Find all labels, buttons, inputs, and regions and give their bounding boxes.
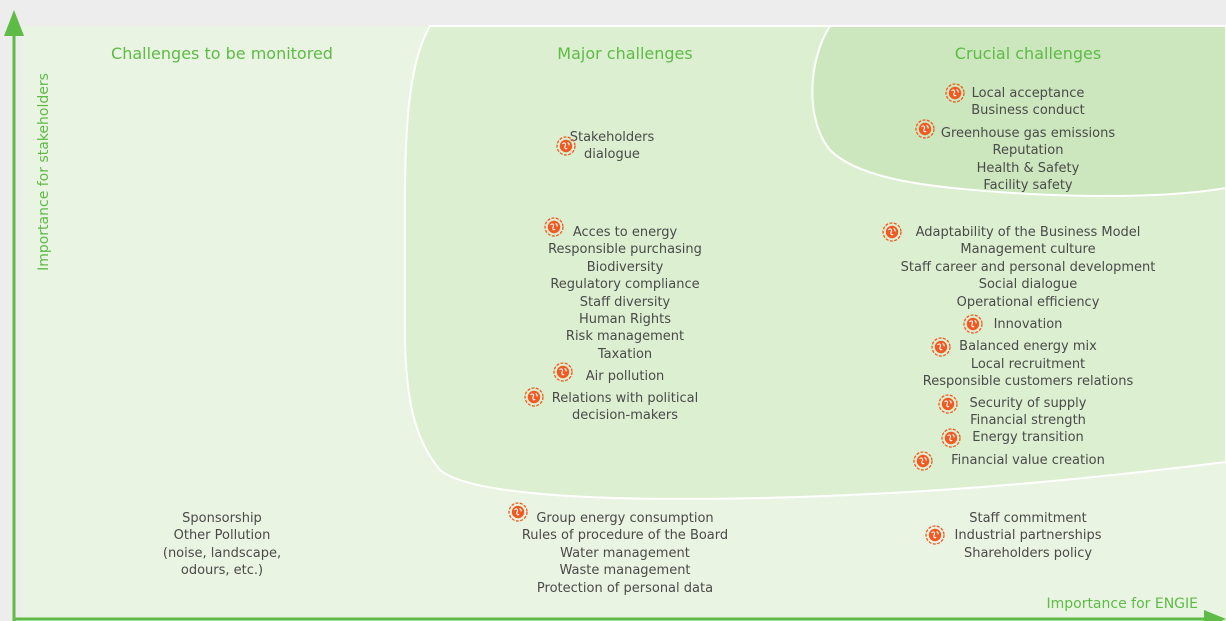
- globe-icon: [938, 394, 958, 414]
- list-item: odours, etc.): [180, 563, 264, 579]
- zone-title-crucial: Crucial challenges: [954, 44, 1102, 63]
- list-item: Reputation: [992, 143, 1064, 159]
- list-item: Air pollution: [585, 369, 665, 385]
- zone-title-major: Major challenges: [557, 44, 693, 63]
- y-axis-label: Importance for stakeholders: [36, 73, 52, 271]
- globe-icon: [913, 451, 933, 471]
- list-item: Social dialogue: [978, 277, 1078, 293]
- list-item: Local recruitment: [970, 356, 1086, 372]
- major-right-list: Adaptability of the Business Model Manag…: [901, 224, 1156, 469]
- list-item: (noise, landscape,: [162, 545, 282, 561]
- globe-icon: [925, 525, 945, 545]
- globe-icon: [915, 119, 935, 139]
- monitored-left-list: Sponsorship Other Pollution (noise, land…: [163, 510, 281, 580]
- globe-icon: [882, 222, 902, 242]
- globe-icon: [963, 314, 983, 334]
- list-item: Financial strength: [970, 413, 1086, 429]
- list-item: Group energy consumption: [536, 511, 714, 526]
- list-item: Risk management: [565, 329, 685, 345]
- list-item: Facility safety: [983, 178, 1073, 194]
- globe-icon: [945, 83, 965, 103]
- list-item: Responsible customers relations: [922, 374, 1134, 390]
- list-item: Adaptability of the Business Model: [915, 225, 1141, 240]
- major-mid-list: Acces to energy Responsible purchasing B…: [548, 224, 702, 424]
- globe-icon: [556, 136, 576, 156]
- globe-icon: [941, 428, 961, 448]
- list-item: Acces to energy: [572, 225, 678, 240]
- list-item: Biodiversity: [586, 259, 664, 275]
- major-top-list: Stakeholders dialogue: [570, 129, 655, 164]
- list-item: Water management: [560, 545, 690, 561]
- globe-icon: [553, 362, 573, 382]
- list-item: Taxation: [597, 346, 653, 362]
- list-item: Innovation: [993, 317, 1063, 333]
- list-item: Staff commitment: [969, 511, 1087, 526]
- crucial-zone: [811, 25, 1226, 197]
- list-item: Shareholders policy: [963, 545, 1093, 561]
- list-item: Energy transition: [972, 430, 1084, 446]
- globe-icon: [508, 502, 528, 522]
- globe-icon: [524, 387, 544, 407]
- list-item: Relations with political: [551, 390, 699, 406]
- zone-title-monitored: Challenges to be monitored: [111, 44, 333, 63]
- list-item: Other Pollution: [173, 528, 271, 544]
- crucial-challenges-list: Local acceptance Business conduct Greenh…: [941, 85, 1115, 194]
- x-axis-label: Importance for ENGIE: [1046, 596, 1198, 612]
- list-item: dialogue: [584, 147, 640, 163]
- list-item: Health & Safety: [976, 160, 1080, 176]
- list-item: Business conduct: [971, 103, 1085, 119]
- list-item: Financial value creation: [951, 452, 1105, 468]
- list-item: Protection of personal data: [536, 580, 714, 596]
- list-item: Waste management: [559, 563, 691, 579]
- list-item: Human Rights: [578, 312, 672, 328]
- list-item: Staff career and personal development: [900, 259, 1156, 275]
- list-item: Local acceptance: [971, 86, 1085, 101]
- list-item: Sponsorship: [182, 511, 262, 526]
- list-item: Balanced energy mix: [959, 339, 1097, 355]
- list-item: Staff diversity: [579, 294, 671, 310]
- list-item: Greenhouse gas emissions: [940, 125, 1116, 141]
- list-item: Rules of procedure of the Board: [521, 528, 729, 544]
- list-item: Operational efficiency: [956, 294, 1100, 310]
- list-item: Responsible purchasing: [548, 242, 702, 258]
- monitored-right-list: Staff commitment Industrial partnerships…: [955, 510, 1102, 562]
- y-axis-arrow: [4, 10, 24, 36]
- globe-icon: [544, 217, 564, 237]
- list-item: Industrial partnerships: [954, 528, 1102, 544]
- x-axis-arrow: [1204, 610, 1226, 621]
- globe-icon: [931, 337, 951, 357]
- list-item: Security of supply: [969, 395, 1087, 411]
- list-item: Management culture: [960, 242, 1096, 258]
- list-item: decision-makers: [571, 408, 679, 424]
- monitored-mid-list: Group energy consumption Rules of proced…: [522, 510, 728, 597]
- list-item: Stakeholders: [569, 130, 655, 145]
- list-item: Regulatory compliance: [550, 277, 700, 293]
